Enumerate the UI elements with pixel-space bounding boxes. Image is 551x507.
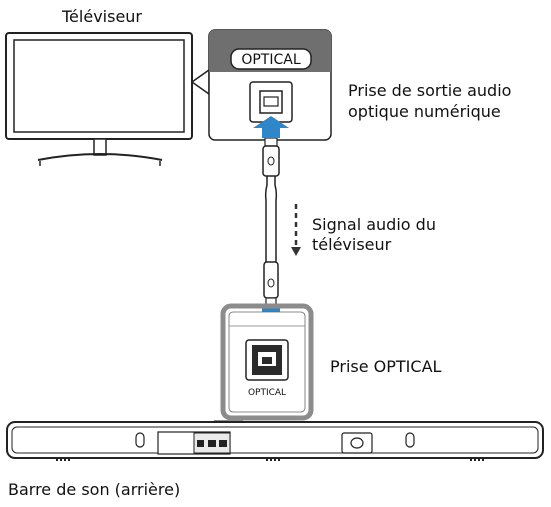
arrow-up-icon — [253, 116, 289, 138]
optical-cable — [262, 137, 280, 307]
tv-illustration — [5, 32, 193, 166]
soundbar-label: Barre de son (arrière) — [8, 480, 181, 499]
soundbar-illustration — [6, 421, 544, 461]
signal-label-line1: Signal audio du — [312, 215, 436, 234]
signal-direction-icon — [291, 204, 301, 256]
optical-input-label: Prise OPTICAL — [330, 357, 442, 376]
tv-output-label-line1: Prise de sortie audio — [348, 81, 512, 100]
tv-output-label-line2: optique numérique — [348, 102, 501, 121]
tv-output-label: Prise de sortie audio optique numérique — [348, 80, 511, 122]
signal-label: Signal audio du téléviseur — [312, 215, 436, 255]
signal-label-line2: téléviseur — [312, 235, 392, 254]
optical-input-callout: OPTICAL — [210, 303, 314, 440]
tv-port-label: OPTICAL — [241, 52, 300, 68]
bar-port-label: OPTICAL — [248, 388, 286, 398]
tv-output-callout: OPTICAL — [190, 29, 332, 141]
tv-label: Téléviseur — [62, 7, 142, 26]
